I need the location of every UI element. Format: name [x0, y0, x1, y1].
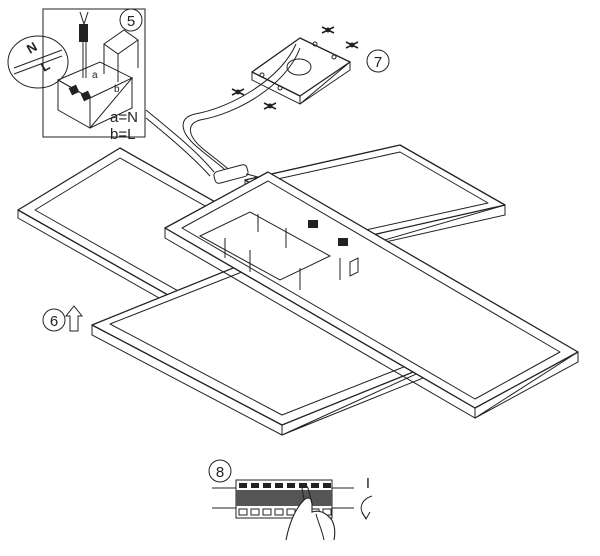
power-cables [145, 43, 301, 185]
mounting-bracket [251, 37, 351, 105]
step-8-number: 8 [216, 464, 224, 481]
hand-icon [285, 484, 336, 541]
breaker-panel [212, 479, 354, 519]
step-5-badge: 5 [119, 8, 143, 32]
junction-box [198, 211, 359, 290]
step-8-badge: 8 [208, 459, 232, 483]
curved-arrow-icon [360, 495, 373, 521]
step-7-number: 7 [374, 54, 382, 71]
ceiling-light [17, 144, 579, 436]
wiring-legend-line-2: b=L [110, 126, 135, 143]
up-arrow-icon [64, 305, 84, 332]
inset-wire-n: N [24, 39, 40, 57]
light-frame-top [164, 171, 579, 419]
wiring-legend-line-1: a=N [110, 109, 138, 126]
screw-anchors [231, 26, 359, 110]
step-7-badge: 7 [366, 49, 390, 73]
step-6-number: 6 [50, 313, 58, 330]
wiring-legend: a=N b=L [110, 109, 138, 143]
inset-terminal-b: b [114, 84, 120, 95]
switch-on-label: I [366, 475, 370, 492]
step-6-badge: 6 [42, 308, 66, 332]
inset-terminal-a: a [92, 70, 98, 81]
step-5-number: 5 [127, 13, 135, 30]
breaker-switch-label: I [366, 475, 370, 492]
